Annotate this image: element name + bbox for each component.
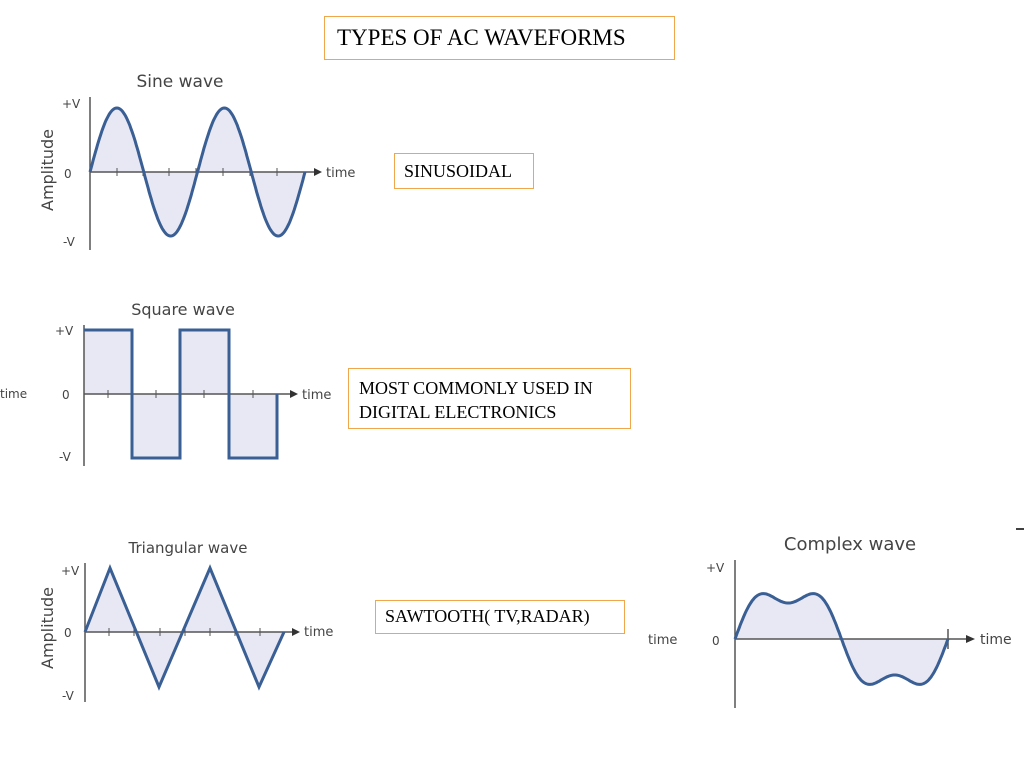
triangular-pos-label: +V <box>61 564 80 578</box>
triangular-x-arrow <box>292 628 300 636</box>
complex-curve <box>733 592 950 686</box>
square-graph-title: Square wave <box>131 300 235 319</box>
sine-neg-label: -V <box>63 235 76 249</box>
square-pos-label: +V <box>55 324 74 338</box>
square-xlabel: time <box>302 388 331 403</box>
sine-ylabel: Amplitude <box>38 129 57 211</box>
sine-annotation: SINUSOIDAL <box>404 161 512 181</box>
square-ticks <box>107 390 254 398</box>
triangular-graph-title: Triangular wave <box>128 539 248 557</box>
square-neg-label: -V <box>59 450 72 464</box>
square-zero-label: 0 <box>62 388 70 402</box>
sine-graph-title: Sine wave <box>137 72 224 92</box>
sine-pos-label: +V <box>62 97 81 111</box>
triangular-neg-label: -V <box>62 689 75 703</box>
triangular-ylabel: Amplitude <box>38 587 57 669</box>
square-curve <box>84 328 279 460</box>
complex-graph-title: Complex wave <box>784 534 916 555</box>
square-xlabel-left: time <box>0 387 27 401</box>
sine-xlabel: time <box>326 166 355 181</box>
page-title-box: TYPES OF AC WAVEFORMS <box>324 16 675 60</box>
complex-xlabel: time <box>980 632 1012 648</box>
triangular-wave-graph: Triangular wave Amplitude +V 0 -V time <box>38 539 333 703</box>
complex-pos-label: +V <box>706 561 725 575</box>
triangular-zero-label: 0 <box>64 626 72 640</box>
square-x-arrow <box>290 390 298 398</box>
square-annotation-line1: MOST COMMONLY USED IN <box>359 378 593 398</box>
sine-x-arrow <box>314 168 322 176</box>
sine-wave-graph: Sine wave Amplitude +V 0 -V time <box>38 72 355 250</box>
triangular-ticks <box>108 628 261 636</box>
triangular-curve <box>83 563 286 691</box>
sine-annotation-box: SINUSOIDAL <box>394 153 534 189</box>
square-annotation-box: MOST COMMONLY USED IN DIGITAL ELECTRONIC… <box>348 368 631 429</box>
complex-wave-graph: Complex wave +V 0 time time <box>648 528 1024 708</box>
page-title: TYPES OF AC WAVEFORMS <box>337 25 626 50</box>
triangular-xlabel: time <box>304 625 333 640</box>
complex-x-arrow <box>966 635 975 643</box>
complex-xlabel-left: time <box>648 633 677 648</box>
complex-zero-label: 0 <box>712 634 720 648</box>
sine-zero-label: 0 <box>64 167 72 181</box>
square-annotation-line2: DIGITAL ELECTRONICS <box>359 402 557 422</box>
triangular-annotation: SAWTOOTH( TV,RADAR) <box>385 606 590 626</box>
sine-curve <box>88 106 307 238</box>
square-wave-graph: Square wave +V 0 -V time time <box>0 300 331 466</box>
triangular-annotation-box: SAWTOOTH( TV,RADAR) <box>375 600 625 634</box>
